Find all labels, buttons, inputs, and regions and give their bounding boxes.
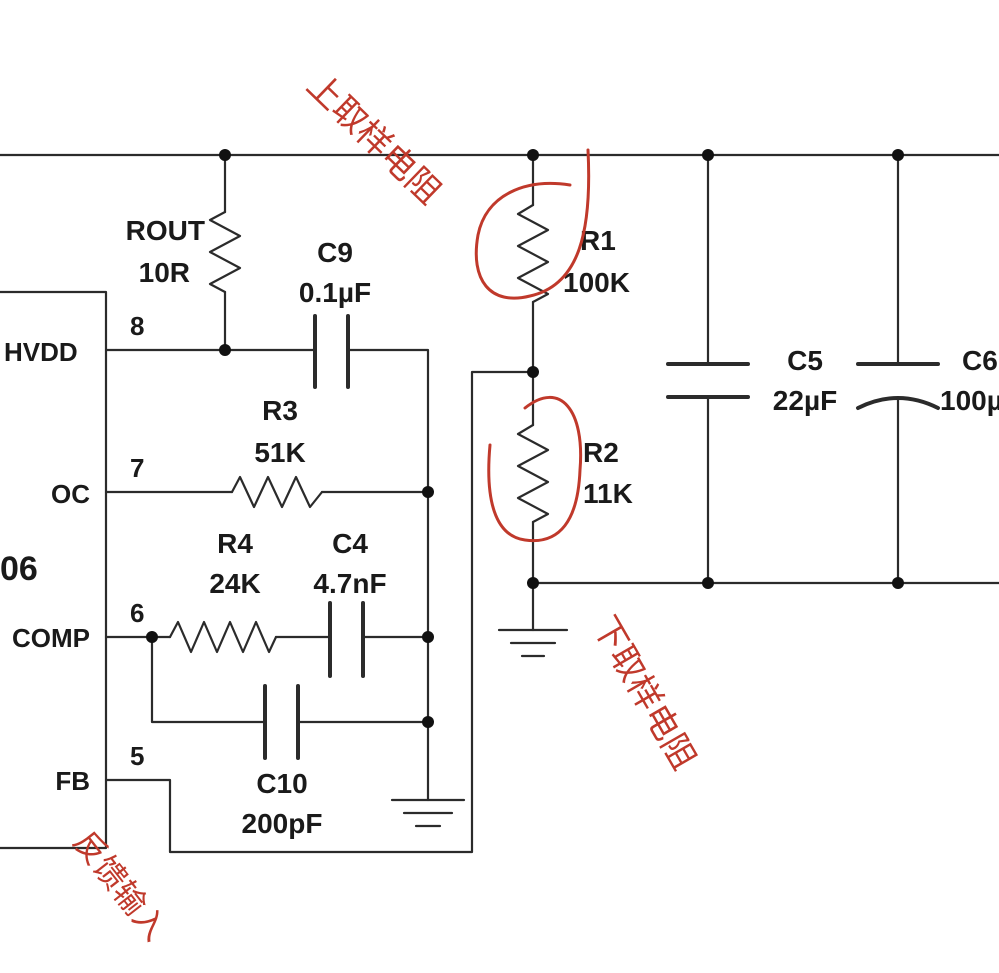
r3-ref-label: R3 [262,395,298,426]
ic-body [0,290,108,850]
pin-number-5: 5 [130,741,144,771]
right-ground-bus [346,348,430,802]
c9-value-label: 0.1µF [299,277,371,308]
c9-ref-label: C9 [317,237,353,268]
ground-symbol-right [497,628,569,658]
pin-name-oc: OC [51,479,90,509]
c5-value-label: 22µF [773,385,837,416]
r4-value-label: 24K [209,568,260,599]
c6-value-label: 100µ [940,385,999,416]
rout-resistor [208,210,242,294]
fb-feedback-wire [104,370,535,854]
c4-ref-label: C4 [332,528,368,559]
r4-ref-label: R4 [217,528,253,559]
pin-number-7: 7 [130,453,144,483]
r2-circle-mark [487,396,583,543]
r1-ref-label: R1 [580,225,616,256]
annotation-lower-sampling-resistor: 下取样电阻 [584,610,704,777]
pin-name-fb: FB [55,766,90,796]
r1-resistor [516,203,550,304]
c5-ref-label: C5 [787,345,823,376]
r3-resistor [230,475,324,509]
ic-part-number: 06 [0,550,38,588]
r2-ref-label: R2 [583,437,619,468]
wiring [0,153,999,854]
c10-ref-label: C10 [256,768,307,799]
r2-resistor [516,423,550,524]
junction-dots [146,149,904,728]
r4-resistor [168,620,278,654]
handwritten-markings [474,148,591,543]
r1-circle-mark [474,148,591,300]
rout-value-label: 10R [139,257,190,288]
annotation-upper-sampling-resistor: 上取样电阻 [299,66,449,213]
c6-ref-label: C6 [962,345,998,376]
pin-name-hvdd: HVDD [4,337,78,367]
pin-number-6: 6 [130,598,144,628]
r1-value-label: 100K [563,267,630,298]
annotation-feedback-input: 反馈输入 [66,824,175,948]
pin-name-comp: COMP [12,623,90,653]
c10-value-label: 200pF [242,808,323,839]
c10-left-wire [150,635,267,724]
r3-value-label: 51K [254,437,305,468]
pin-number-8: 8 [130,311,144,341]
r2-value-label: 11K [583,478,633,509]
rout-ref-label: ROUT [126,215,205,246]
c4-value-label: 4.7nF [313,568,386,599]
ground-symbol-left [390,798,466,828]
